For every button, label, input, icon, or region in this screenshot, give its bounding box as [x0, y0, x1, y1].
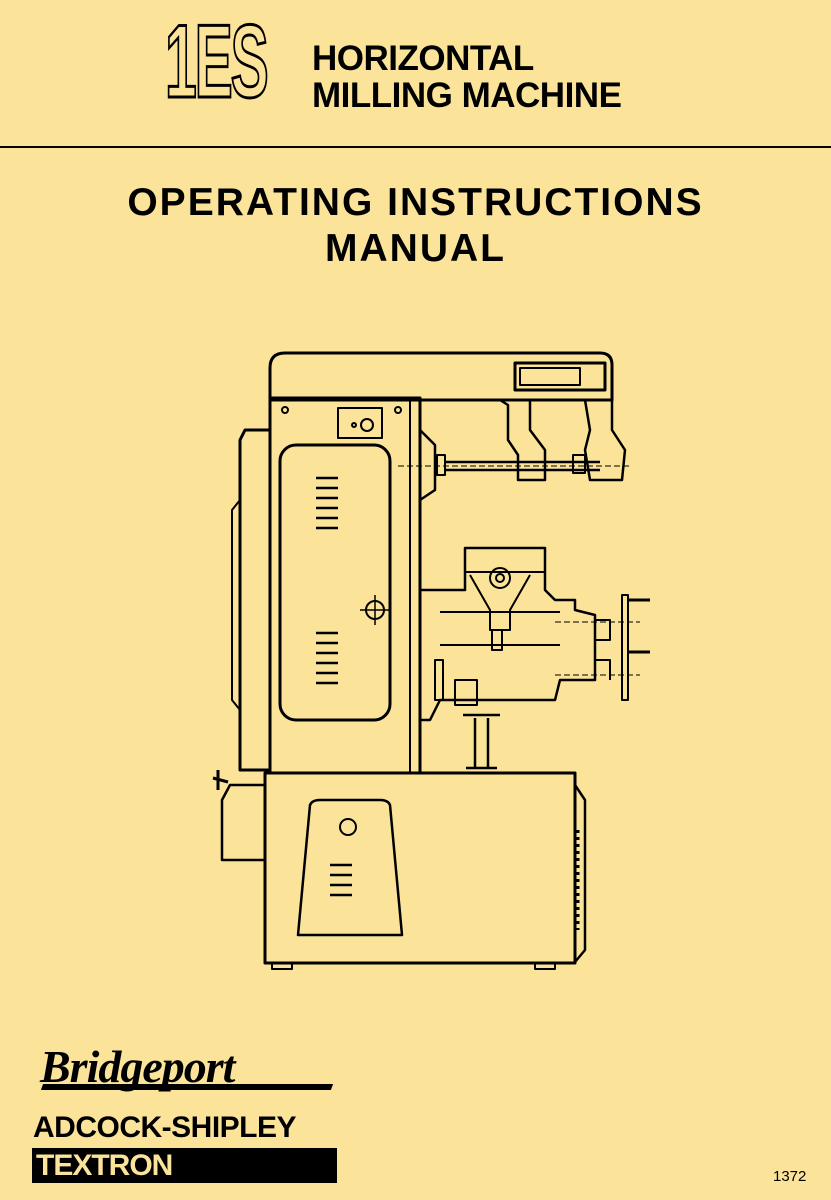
textron-label: TEXTRON — [36, 1149, 173, 1182]
machine-type-title: HORIZONTAL MILLING MACHINE — [312, 39, 622, 115]
base-side — [573, 784, 587, 963]
overarm — [268, 351, 614, 402]
spindle-nose — [418, 400, 437, 502]
base-door-vents — [330, 863, 352, 897]
arbor-support-outer — [583, 399, 627, 482]
indicator-light — [351, 422, 357, 428]
subtitle-line-1: HORIZONTAL — [312, 39, 534, 78]
textron-logo: TEXTRON — [32, 1148, 337, 1183]
switch-knob — [360, 418, 374, 432]
lower-vents — [316, 631, 338, 685]
title-line-1: OPERATING INSTRUCTIONS — [127, 181, 704, 224]
base-coolant-tank — [220, 783, 265, 862]
saddle — [469, 574, 531, 631]
vise-screw-center — [495, 573, 505, 583]
model-number-logo: 1ES — [164, 4, 269, 120]
arbor-support-inner — [499, 398, 547, 482]
motor-cover — [231, 499, 241, 711]
milling-machine-illustration — [212, 351, 650, 970]
subtitle-line-2: MILLING MACHINE — [312, 76, 622, 115]
upper-vents — [316, 476, 338, 530]
column-door — [278, 443, 392, 722]
arbor-nut — [572, 454, 586, 474]
vise-screw — [489, 567, 511, 589]
title-line-2: MANUAL — [325, 227, 506, 270]
document-title: OPERATING INSTRUCTIONS MANUAL — [0, 180, 831, 272]
switch-box — [337, 407, 383, 439]
saddle-lock — [491, 629, 503, 651]
knee-ways — [440, 611, 560, 646]
knee-gib — [434, 659, 444, 701]
base-lever — [212, 770, 229, 790]
bridgeport-logo-underline — [40, 1084, 334, 1090]
bridgeport-logo: Bridgeport — [40, 1041, 235, 1092]
knee-clamp — [454, 679, 478, 706]
base — [263, 771, 577, 965]
handwheel-handles — [628, 598, 650, 654]
elevating-screw — [463, 713, 500, 770]
bolt — [394, 406, 402, 414]
motor-housing — [238, 428, 270, 772]
column — [268, 396, 422, 775]
company-name: ADCOCK-SHIPLEY — [33, 1111, 297, 1144]
base-feet — [271, 963, 556, 970]
base-door — [296, 798, 404, 937]
arbor-shaft — [445, 460, 600, 472]
spindle-collar — [436, 454, 446, 476]
header-divider — [0, 146, 831, 148]
base-door-lock — [339, 818, 357, 836]
nameplate-inner — [519, 367, 581, 386]
handwheel — [621, 594, 629, 701]
feed-gearbox — [595, 619, 611, 680]
table-top — [464, 547, 546, 573]
feed-centerlines — [555, 621, 640, 676]
document-number: 1372 — [773, 1168, 807, 1185]
door-lock-crosshair — [360, 595, 390, 625]
bolt — [281, 406, 289, 414]
overarm-nameplate — [513, 361, 607, 392]
knee — [420, 546, 597, 722]
